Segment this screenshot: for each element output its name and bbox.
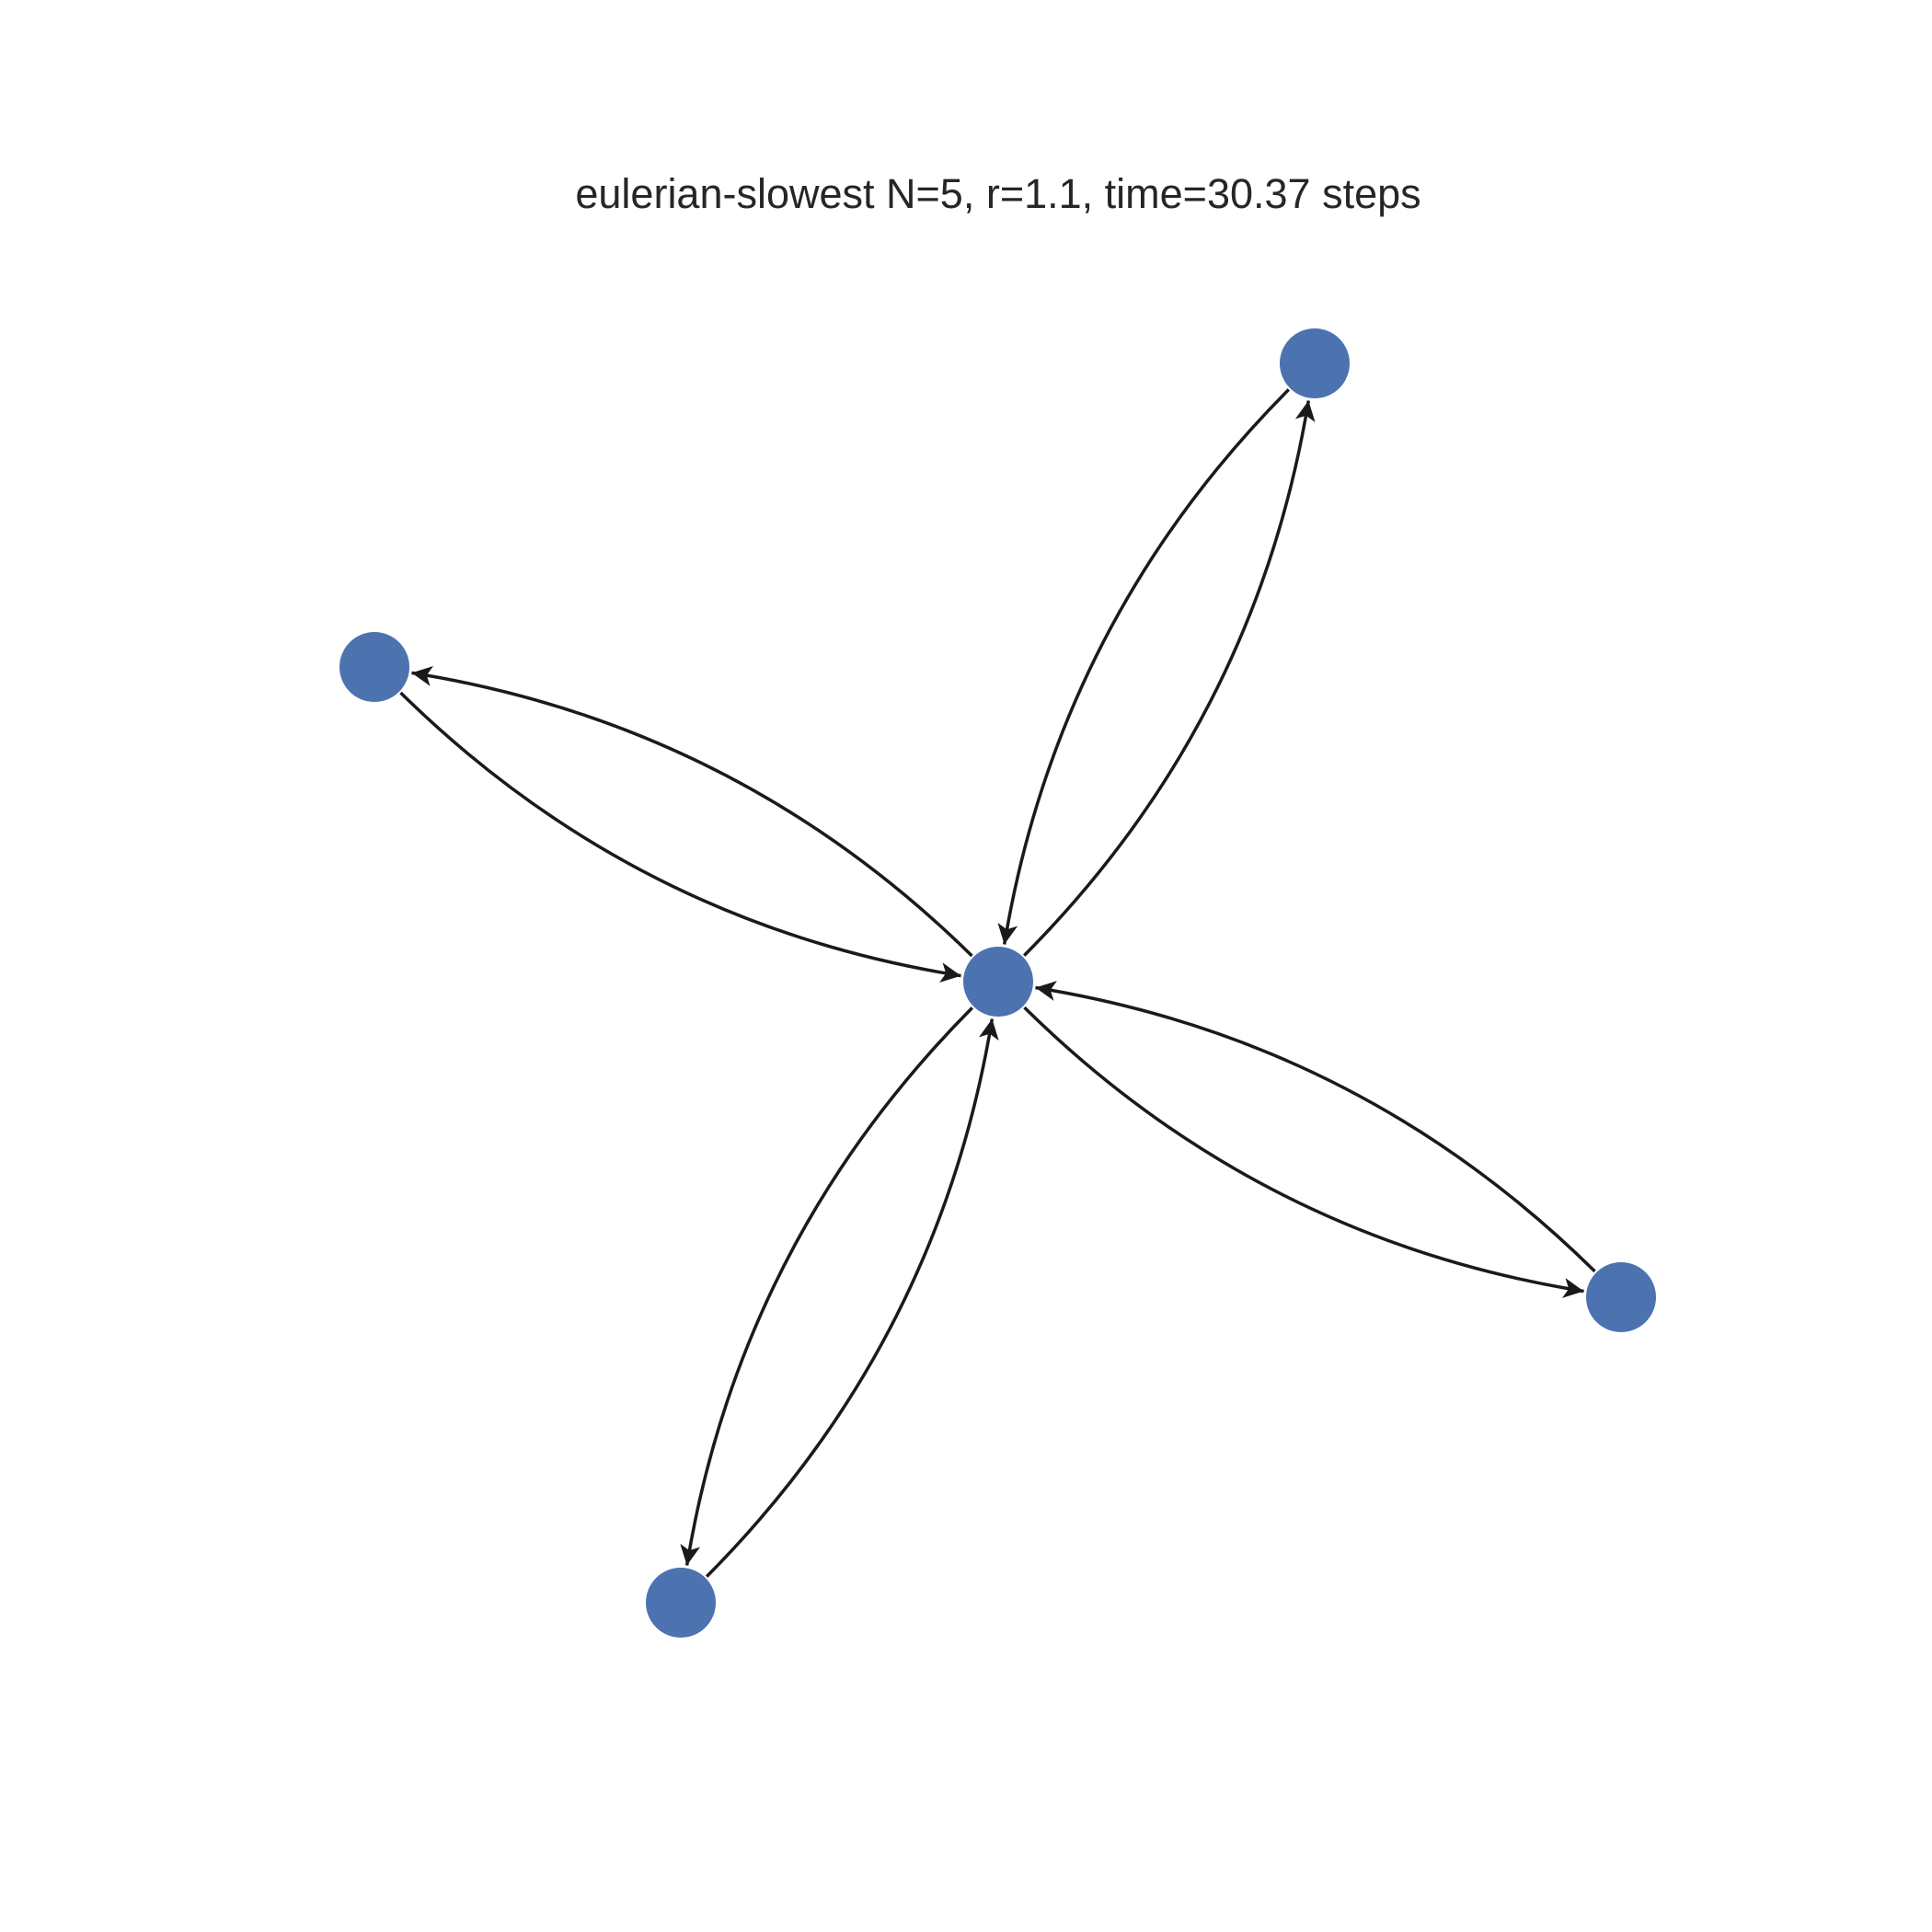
edge-center-to-bottom-right: [1023, 1006, 1584, 1298]
edge-center-to-top-right: [1022, 400, 1316, 957]
figure-title: eulerian-slowest N=5, r=1.1, time=30.37 …: [575, 170, 1420, 217]
node-bottom: [646, 1568, 716, 1638]
edge-bottom-to-center: [705, 1018, 999, 1578]
node-center: [963, 947, 1033, 1017]
edge-left-to-center: [399, 691, 961, 983]
edge-center-to-left: [411, 665, 973, 958]
edge-top-right-to-center: [997, 388, 1291, 945]
edges-layer: [399, 388, 1596, 1578]
edge-bottom-right-to-center: [1035, 981, 1596, 1273]
node-left: [339, 632, 409, 702]
edge-center-to-bottom: [680, 1006, 974, 1566]
nodes-layer: [339, 328, 1656, 1638]
node-bottom-right: [1586, 1262, 1656, 1332]
node-top-right: [1280, 328, 1350, 398]
